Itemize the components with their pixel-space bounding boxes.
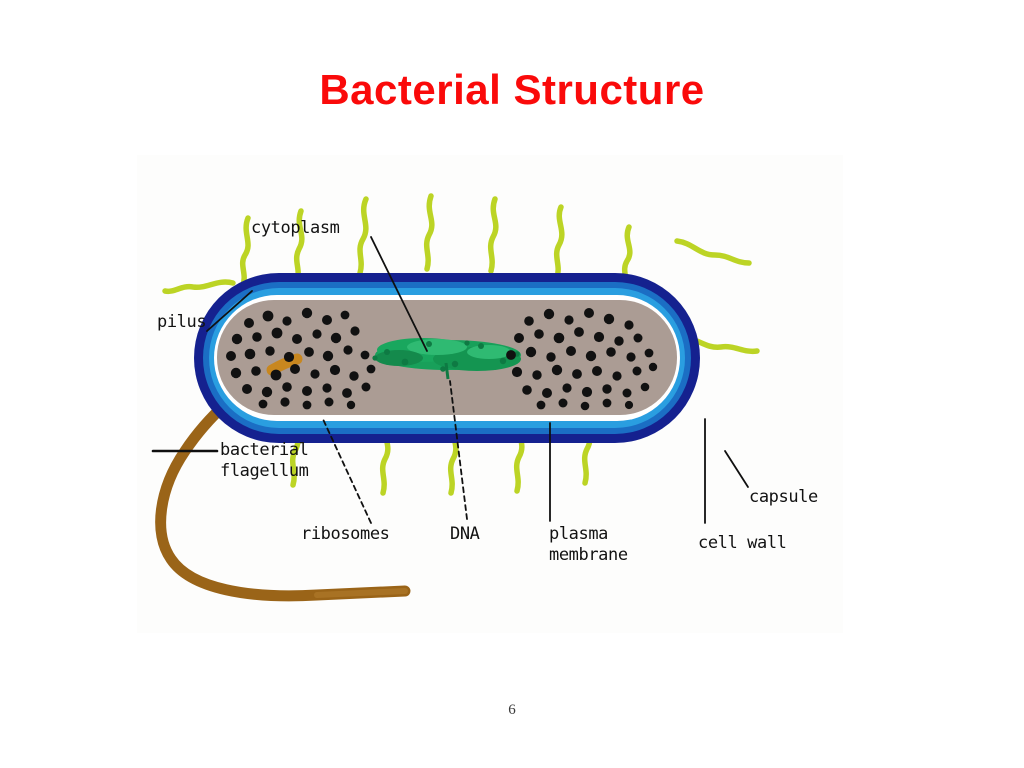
label-flagellum-line2: flagellum [220,461,309,481]
leader-capsule [724,450,749,488]
flagellum-basal-body [266,353,303,376]
slide-number: 6 [508,702,516,718]
leader-ribosomes [321,416,372,524]
label-plasma-line1: plasma [549,524,609,544]
dna-nucleoid [372,338,521,380]
label-cell-wall: cell wall [698,533,787,553]
pili-group [162,193,760,496]
label-flagellum-line1: bacterial [220,440,309,460]
leader-dna [449,380,468,520]
label-dna: DNA [450,524,480,544]
leader-lines-group [151,236,749,524]
label-plasma-line2: membrane [549,545,628,565]
label-capsule: capsule [749,487,818,507]
label-pilus: pilus [157,312,207,332]
leader-pilus [206,290,253,332]
ribosomes-group [226,307,658,411]
label-cytoplasm: cytoplasm [251,218,340,238]
page-title: Bacterial Structure [319,66,705,113]
label-ribosomes: ribosomes [301,524,390,544]
leader-cytoplasm [370,236,428,352]
bacterial-cell-illustration [137,155,843,633]
